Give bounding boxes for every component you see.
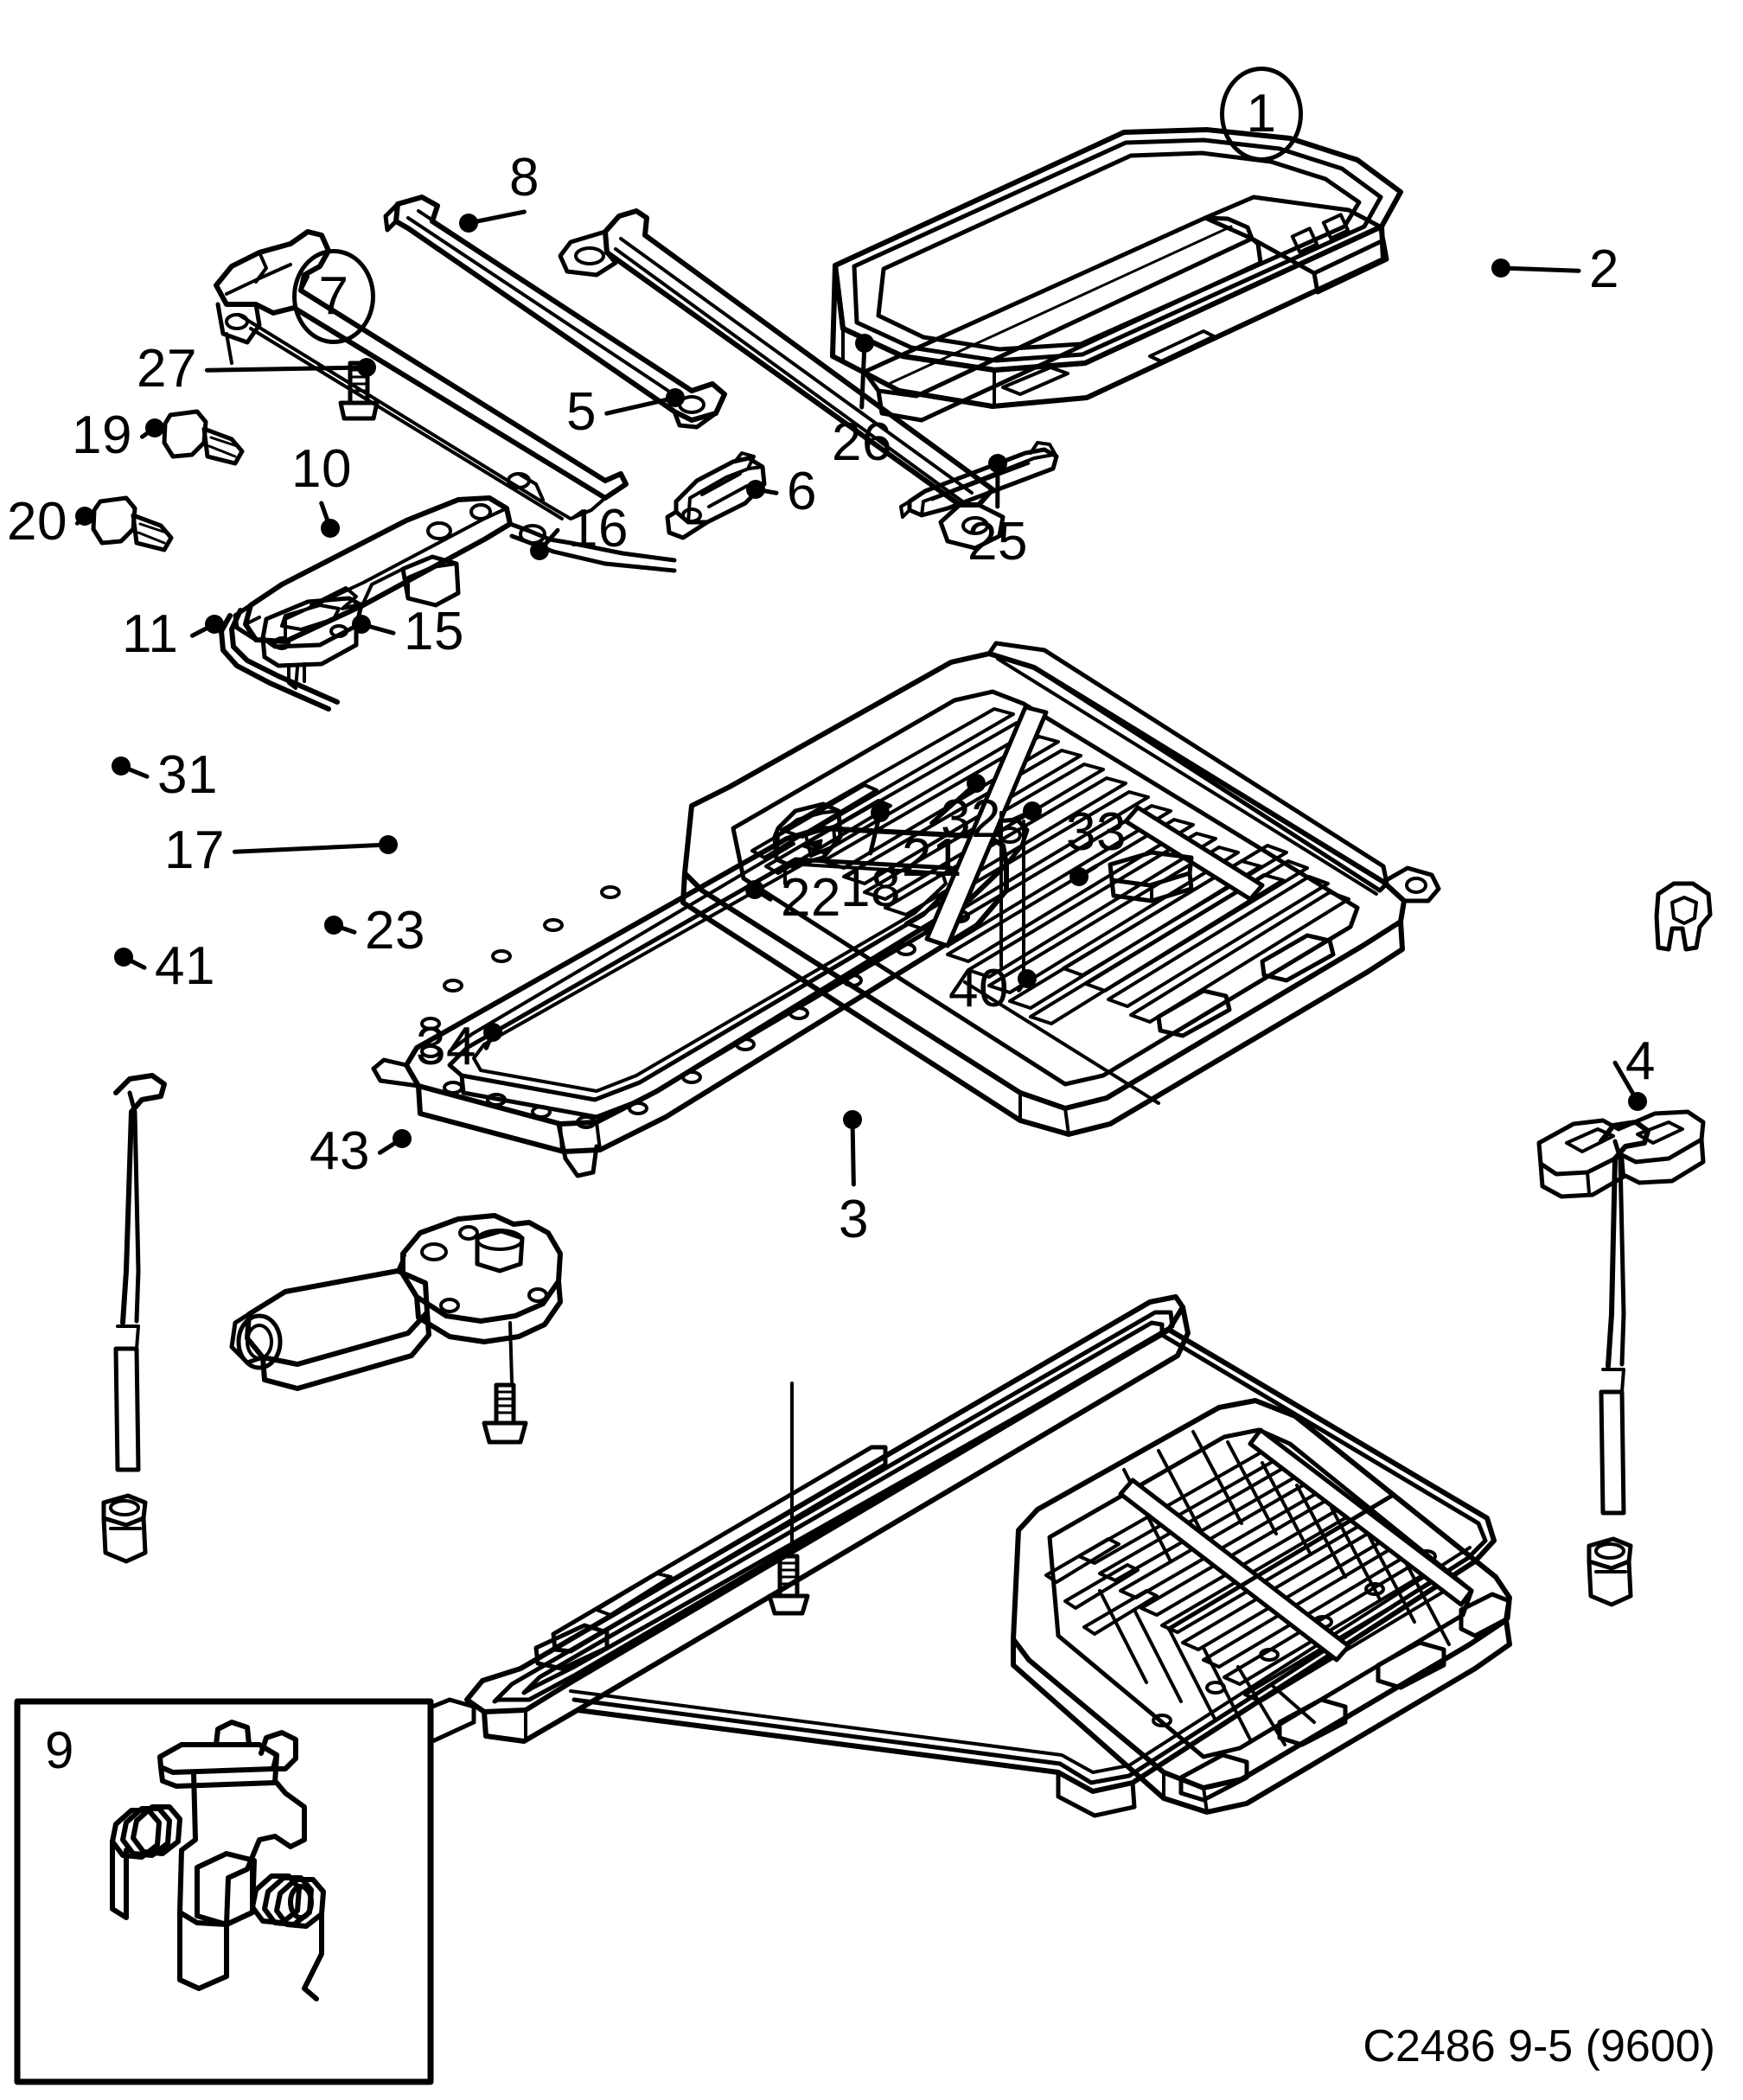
callout-25: 25 bbox=[967, 512, 1028, 571]
guide-shoe-6 bbox=[665, 451, 767, 540]
leader-dot-15 bbox=[352, 615, 371, 634]
leader-dot-17 bbox=[379, 835, 398, 854]
leader-dot-4 bbox=[1628, 1092, 1647, 1111]
callout-33: 33 bbox=[1066, 802, 1127, 862]
guide-shoe-4 bbox=[1536, 1109, 1706, 1199]
leader-dot-11 bbox=[205, 615, 224, 634]
inset-number-9: 9 bbox=[45, 1721, 74, 1779]
callout-6: 6 bbox=[787, 462, 817, 521]
leader-line-5 bbox=[604, 395, 678, 416]
callout-21: 21 bbox=[902, 828, 962, 888]
group-callout-7: 7 bbox=[292, 249, 375, 344]
callout-3: 3 bbox=[839, 1190, 869, 1249]
cross-rail-5 bbox=[383, 195, 727, 430]
callout-41: 41 bbox=[155, 936, 215, 996]
leader-dot-8 bbox=[459, 214, 478, 233]
callout-8: 8 bbox=[509, 148, 540, 207]
leader-dot-22 bbox=[745, 880, 764, 899]
sunshade-panel-21 bbox=[680, 641, 1441, 1137]
leader-dot-32 bbox=[1023, 801, 1042, 820]
connector-40 bbox=[1587, 1536, 1633, 1607]
callout-11: 11 bbox=[122, 604, 179, 664]
leader-dot-21 bbox=[967, 774, 986, 793]
inset-detail-box bbox=[14, 1698, 434, 2085]
callout-4: 4 bbox=[1625, 1031, 1656, 1091]
screw-23 bbox=[482, 1382, 528, 1445]
leader-dot-6 bbox=[746, 480, 765, 499]
drain-hose-31 bbox=[113, 1073, 167, 1350]
callout-10: 10 bbox=[291, 439, 352, 499]
connector-41 bbox=[101, 1493, 148, 1564]
leader-dot-16 bbox=[530, 541, 549, 560]
leader-line-27 bbox=[204, 365, 369, 373]
leader-dot-5 bbox=[666, 388, 685, 407]
leader-dot-19 bbox=[145, 418, 164, 437]
leader-dot-43 bbox=[393, 1129, 412, 1148]
leader-dot-25 bbox=[988, 454, 1007, 473]
diagram-caption: C2486 9-5 (9600) bbox=[1363, 2021, 1715, 2071]
spacer-pad-22 bbox=[1108, 850, 1194, 903]
leader-dot-20 bbox=[75, 507, 94, 526]
leader-dot-40 bbox=[1018, 969, 1037, 988]
bolt-19 bbox=[162, 409, 245, 466]
leader-line-26 bbox=[859, 341, 867, 410]
callout-19: 19 bbox=[72, 405, 132, 465]
mesh-panel-3 bbox=[1011, 1398, 1512, 1815]
leader-line-3 bbox=[850, 1117, 856, 1187]
leader-line-17 bbox=[232, 842, 391, 854]
lift-mechanism-10 bbox=[233, 495, 677, 644]
callout-2: 2 bbox=[1589, 239, 1619, 299]
leader-dot-27 bbox=[357, 358, 376, 377]
leader-dot-2 bbox=[1491, 259, 1510, 278]
callout-18: 18 bbox=[840, 859, 901, 918]
screw-34 bbox=[767, 1554, 810, 1616]
callout-5: 5 bbox=[566, 382, 597, 442]
callout-27: 27 bbox=[137, 339, 197, 399]
retaining-clip-33 bbox=[1654, 881, 1713, 952]
leader-dot-34 bbox=[483, 1023, 502, 1042]
deflector-arm-25 bbox=[899, 441, 1059, 519]
leader-line-21 bbox=[929, 781, 979, 826]
leader-dot-31 bbox=[112, 756, 131, 776]
callout-40: 40 bbox=[948, 959, 1009, 1018]
hose-sleeve-31b bbox=[113, 1346, 141, 1472]
callout-43: 43 bbox=[310, 1121, 370, 1181]
callout-22: 22 bbox=[781, 868, 841, 928]
callout-15: 15 bbox=[404, 602, 464, 661]
leader-dot-23 bbox=[324, 916, 343, 935]
leader-dot-41 bbox=[114, 948, 133, 967]
callout-31: 31 bbox=[157, 745, 218, 805]
leader-dot-18 bbox=[871, 803, 890, 822]
leader-dot-26 bbox=[855, 334, 874, 353]
leader-dot-10 bbox=[321, 519, 340, 538]
callout-34: 34 bbox=[416, 1017, 476, 1076]
glass-panel-group bbox=[830, 127, 1403, 423]
callout-23: 23 bbox=[365, 901, 425, 961]
callout-26: 26 bbox=[832, 412, 892, 472]
callout-32: 32 bbox=[941, 789, 1001, 849]
callout-16: 16 bbox=[568, 499, 629, 559]
drain-hose-32 bbox=[1599, 1120, 1650, 1516]
group-callout-1: 1 bbox=[1220, 67, 1303, 162]
leader-line-2 bbox=[1498, 265, 1581, 273]
leader-dot-33 bbox=[1069, 867, 1089, 886]
callout-20: 20 bbox=[7, 492, 67, 552]
leader-dot-3 bbox=[843, 1110, 862, 1129]
sunroof-motor-17 bbox=[229, 1213, 563, 1391]
trim-frame-43 bbox=[395, 1294, 1497, 1818]
callout-17: 17 bbox=[164, 820, 225, 880]
